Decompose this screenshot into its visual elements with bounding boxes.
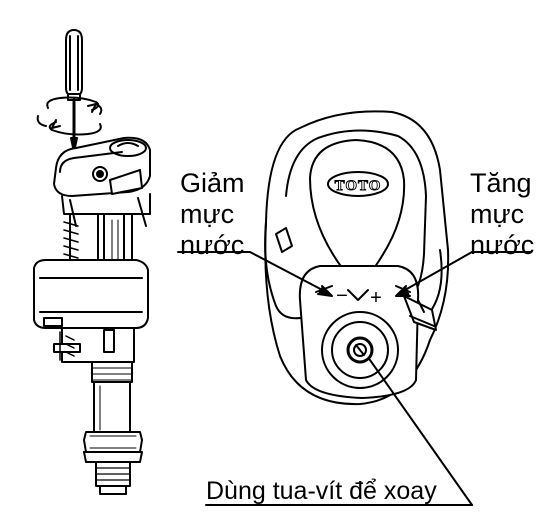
- decrease-water-level-label: Giảm mực nước: [180, 168, 245, 261]
- label-line: nước: [470, 230, 535, 260]
- fill-valve-body: [33, 136, 151, 495]
- brand-logo-text: TOTO: [335, 178, 382, 194]
- valve-top-view: [264, 110, 450, 406]
- screwdriver-instruction-label: Dùng tua-vít để xoay: [206, 477, 437, 505]
- label-line: Giảm: [180, 168, 245, 198]
- plus-symbol: +: [370, 287, 382, 309]
- increase-water-level-label: Tăng mực nước: [470, 168, 534, 261]
- label-line: Tăng: [470, 168, 532, 198]
- leader-lines: [177, 251, 531, 506]
- label-line: mực: [470, 199, 525, 229]
- minus-symbol: −: [336, 285, 348, 307]
- label-line: mực: [180, 199, 235, 229]
- label-line: nước: [180, 230, 245, 260]
- rotation-arrows-icon: [36, 96, 103, 136]
